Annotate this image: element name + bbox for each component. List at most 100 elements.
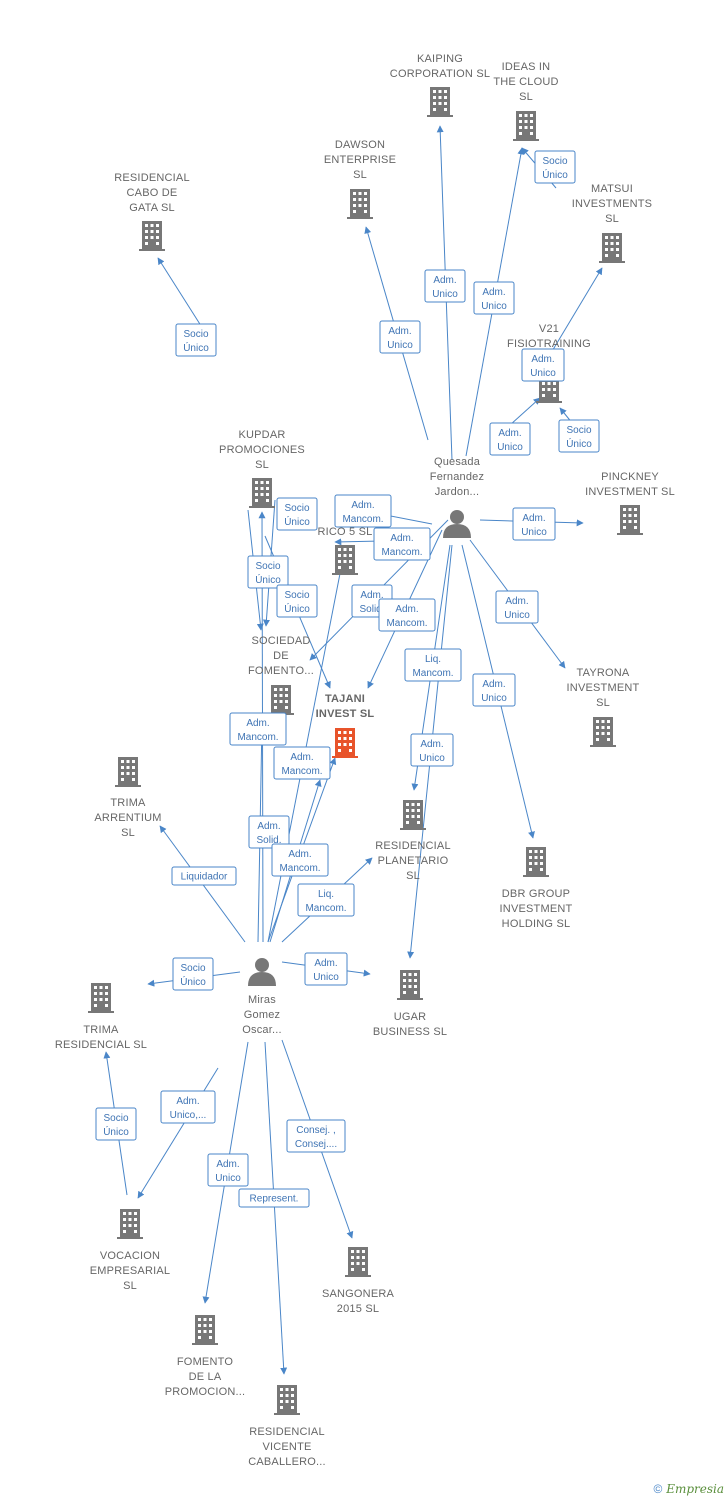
person-node-miras[interactable]: MirasGomezOscar... [242, 958, 282, 1036]
node-label-line: INVESTMENTS [572, 198, 652, 210]
building-icon [88, 983, 114, 1013]
node-label-line: KAIPING [417, 53, 463, 65]
edge-label-text: Adm. [290, 752, 313, 763]
edge-label-e-adm-ideas[interactable]: Adm.Unico [473, 281, 515, 315]
person-node-quesada[interactable]: QuesadaFernandezJardon... [430, 456, 484, 538]
edge-label-text: Adm. [395, 604, 418, 615]
edge-label-e-adm-vocacion[interactable]: Adm.Unico,... [160, 1090, 216, 1124]
edge-label-e-adm-v21[interactable]: Adm.Unico [489, 422, 531, 456]
node-label-line: SL [123, 1280, 137, 1292]
edge-label-text: Único [183, 341, 209, 354]
edge-label-text: Mancom. [281, 766, 322, 777]
edge-label-e-consej[interactable]: Consej. ,Consej.... [286, 1119, 346, 1153]
edge-label-text: Mancom. [237, 732, 278, 743]
edge-label-e-adm-fomento[interactable]: Adm.Unico [207, 1153, 249, 1187]
edge-label-e-adm-mancom-tajani-m[interactable]: Adm. Mancom. [273, 746, 331, 780]
edge-label-e-adm-mancom-m2[interactable]: Adm.Mancom. [271, 843, 329, 877]
edge-label-text: Adm. [390, 533, 413, 544]
node-label-line: SOCIEDAD [251, 635, 310, 647]
node-label-line: SL [596, 697, 610, 709]
node-label-line: GATA SL [129, 202, 175, 214]
edge-label-text: Único [103, 1125, 129, 1138]
node-label-line: THE CLOUD [493, 76, 558, 88]
edge-label-e-adm-ugar-m[interactable]: Adm.Unico [304, 952, 348, 986]
edge-label-text: Unico [313, 972, 339, 983]
node-label-line: SL [519, 91, 533, 103]
company-node-resvicente[interactable]: RESIDENCIALVICENTECABALLERO... [248, 1385, 326, 1468]
node-label-line: UGAR [394, 1011, 427, 1023]
edge-label-e-adm-mancom-sociedad-m[interactable]: Adm.Mancom. [229, 712, 287, 746]
company-node-ugar[interactable]: UGAR BUSINESS SL [373, 970, 447, 1038]
building-icon [117, 1209, 143, 1239]
brand-name: Empresia [666, 1482, 724, 1496]
edge-label-e-liq-planetario-m[interactable]: Liq.Mancom. [297, 883, 355, 917]
company-node-sociedad[interactable]: SOCIEDADDEFOMENTO... [248, 635, 314, 715]
edge-label-e-adm-mancom-rico[interactable]: Adm.Mancom. [334, 494, 392, 528]
node-label-line: BUSINESS SL [373, 1026, 447, 1038]
edge-label-text: Único [284, 602, 310, 615]
node-label-line: Gomez [244, 1009, 280, 1021]
edge-label-text: Adm. [498, 428, 521, 439]
node-label-line: SL [406, 870, 420, 882]
edge-label-text: Adm. [531, 354, 554, 365]
node-label-line: Fernandez [430, 471, 484, 483]
building-icon [599, 233, 625, 263]
edge-label-e-adm-dawson[interactable]: Adm.Unico [379, 320, 421, 354]
edge-label-e-adm-dbr[interactable]: Adm.Unico [472, 673, 516, 707]
node-label-line: DBR GROUP [502, 888, 570, 900]
edge-label-e-represent[interactable]: Represent. [238, 1188, 310, 1208]
node-label-line: INVEST SL [316, 708, 375, 720]
node-label-line: DE LA [189, 1371, 222, 1383]
node-label-line: DE [273, 650, 289, 662]
edge-label-e-liquidador[interactable]: Liquidador [171, 866, 237, 886]
company-node-trimares[interactable]: TRIMA RESIDENCIAL SL [55, 983, 147, 1051]
building-icon [523, 847, 549, 877]
edge-label-text: Socio [180, 963, 205, 974]
empresia-watermark[interactable]: © Empresia [654, 1482, 724, 1496]
edge-label-e-adm-pinckney[interactable]: Adm.Unico [512, 507, 556, 541]
edge-label-e-adm-solid-m[interactable]: Adm.Solid. [248, 815, 290, 849]
node-label-line: RESIDENCIAL SL [55, 1039, 147, 1051]
edge-label-e-liq-planetario-q[interactable]: Liq.Mancom. [404, 648, 462, 682]
node-label-line: RESIDENCIAL [114, 172, 190, 184]
node-label-line: SL [121, 827, 135, 839]
edge-label-e-adm-matsui[interactable]: Adm.Unico [521, 348, 565, 382]
edge-label-e-adm-ugar-q[interactable]: Adm.Unico [410, 733, 454, 767]
edge-label-e-adm-kaiping[interactable]: Adm.Unico [424, 269, 466, 303]
node-label-line: FISIOTRAINING [507, 338, 591, 350]
edge-label-text: Adm. [505, 596, 528, 607]
edge-label-text: Adm. [420, 739, 443, 750]
node-label-line: TRIMA [83, 1024, 119, 1036]
edge-label-text: Adm. [216, 1159, 239, 1170]
node-label-line: EMPRESARIAL [90, 1265, 170, 1277]
edge-label-e-adm-mancom-sociedad[interactable]: Adm.Mancom. [373, 527, 431, 561]
edge-label-e-adm-tayrona[interactable]: Adm.Unico [495, 590, 539, 624]
edge-label-e-adm-mancom-tajani-q[interactable]: Adm.Mancom. [378, 598, 436, 632]
